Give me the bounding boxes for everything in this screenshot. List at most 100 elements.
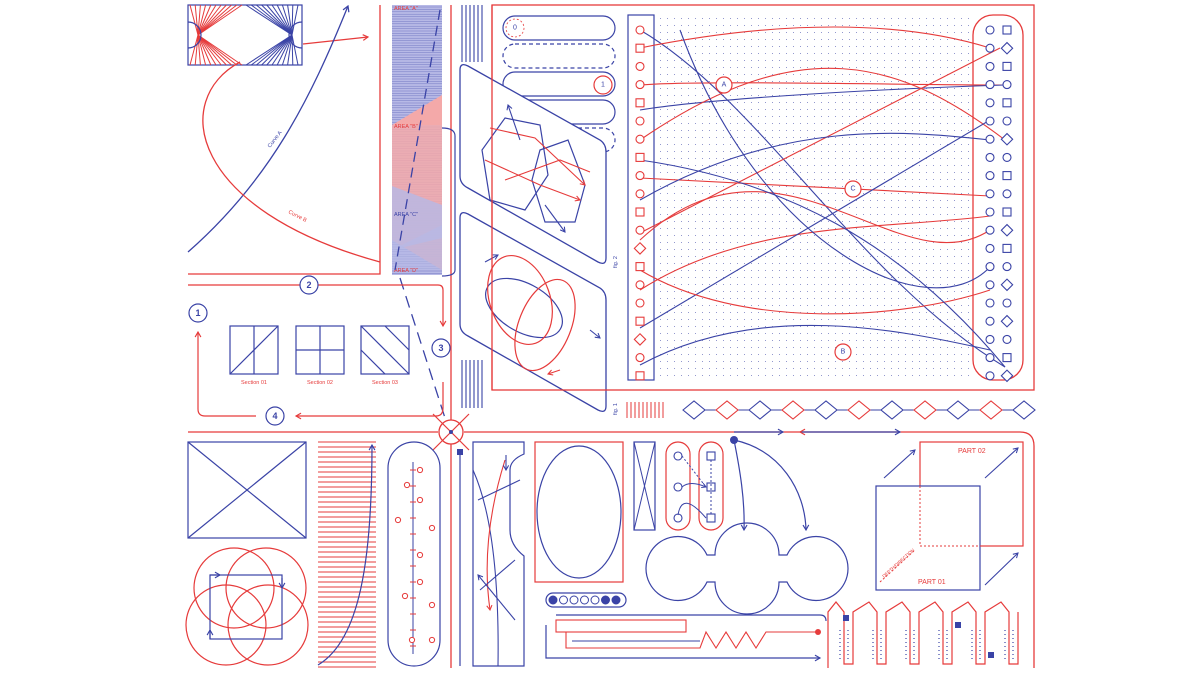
grid-dot	[779, 53, 780, 54]
grid-dot	[688, 193, 689, 194]
grid-dot	[863, 235, 864, 236]
left-marker	[633, 332, 647, 346]
grid-dot	[709, 116, 710, 117]
grid-dot	[667, 361, 668, 362]
grid-dot	[968, 193, 969, 194]
grid-dot	[870, 193, 871, 194]
grid-dot	[870, 228, 871, 229]
grid-dot	[744, 67, 745, 68]
right-marker	[1002, 152, 1012, 162]
pill-dot	[416, 496, 424, 504]
grid-dot	[758, 74, 759, 75]
grid-dot	[933, 130, 934, 131]
grid-dot	[933, 95, 934, 96]
grid-dot	[926, 347, 927, 348]
left-marker	[635, 189, 645, 199]
grid-dot	[744, 354, 745, 355]
grid-dot	[912, 228, 913, 229]
grid-dot	[723, 361, 724, 362]
grid-dot	[660, 228, 661, 229]
grid-dot	[856, 312, 857, 313]
grid-dot	[702, 228, 703, 229]
grid-dot	[681, 221, 682, 222]
grid-dot	[758, 137, 759, 138]
grid-dot	[702, 165, 703, 166]
grid-dot	[751, 221, 752, 222]
grid-dot	[737, 39, 738, 40]
grid-dot	[954, 88, 955, 89]
grid-dot	[919, 221, 920, 222]
grid-dot	[926, 186, 927, 187]
grid-dot	[877, 312, 878, 313]
grid-dot	[737, 200, 738, 201]
grid-dot	[870, 151, 871, 152]
left-marker	[635, 25, 645, 35]
grid-dot	[758, 375, 759, 376]
grid-dot	[709, 172, 710, 173]
grid-dot	[674, 305, 675, 306]
grid-dot	[940, 221, 941, 222]
grid-dot	[800, 375, 801, 376]
grid-dot	[835, 109, 836, 110]
grid-dot	[709, 32, 710, 33]
grid-dot	[968, 270, 969, 271]
grid-dot	[898, 221, 899, 222]
fan-line	[291, 34, 299, 66]
grid-dot	[681, 193, 682, 194]
grid-dot	[814, 347, 815, 348]
grid-dot	[716, 158, 717, 159]
grid-dot	[968, 60, 969, 61]
grid-dot	[688, 95, 689, 96]
grid-dot	[800, 200, 801, 201]
grid-dot	[765, 32, 766, 33]
grid-dot	[884, 354, 885, 355]
grid-dot	[961, 151, 962, 152]
right-marker	[1000, 314, 1014, 328]
grid-dot	[940, 165, 941, 166]
grid-dot	[702, 291, 703, 292]
grid-dot	[835, 186, 836, 187]
grid-dot	[730, 298, 731, 299]
grid-dot	[779, 137, 780, 138]
grid-dot	[877, 25, 878, 26]
grid-dot	[702, 74, 703, 75]
grid-dot	[828, 214, 829, 215]
grid-dot	[884, 361, 885, 362]
grid-dot	[968, 74, 969, 75]
grid-dot	[912, 333, 913, 334]
grid-dot	[758, 186, 759, 187]
grid-dot	[793, 158, 794, 159]
grid-dot	[660, 102, 661, 103]
grid-dot	[891, 158, 892, 159]
grid-dot	[688, 25, 689, 26]
grid-dot	[849, 18, 850, 19]
grid-dot	[821, 88, 822, 89]
grid-dot	[688, 200, 689, 201]
node-b: B	[841, 349, 846, 356]
grid-dot	[877, 361, 878, 362]
grid-dot	[716, 74, 717, 75]
grid-dot	[926, 228, 927, 229]
grid-dot	[877, 39, 878, 40]
bead	[611, 595, 621, 605]
grid-dot	[772, 130, 773, 131]
grid-dot	[898, 18, 899, 19]
grid-dot	[793, 340, 794, 341]
grid-dot	[968, 312, 969, 313]
grid-dot	[772, 242, 773, 243]
grid-dot	[779, 46, 780, 47]
grid-dot	[863, 354, 864, 355]
grid-dot	[674, 193, 675, 194]
grid-dot	[940, 95, 941, 96]
grid-dot	[681, 123, 682, 124]
grid-dot	[891, 340, 892, 341]
grid-dot	[884, 375, 885, 376]
grid-dot	[744, 123, 745, 124]
grid-dot	[828, 361, 829, 362]
grid-dot	[926, 81, 927, 82]
grid-dot	[877, 193, 878, 194]
grid-dot	[709, 340, 710, 341]
left-marker	[635, 61, 645, 71]
grid-dot	[779, 368, 780, 369]
grid-dot	[758, 347, 759, 348]
